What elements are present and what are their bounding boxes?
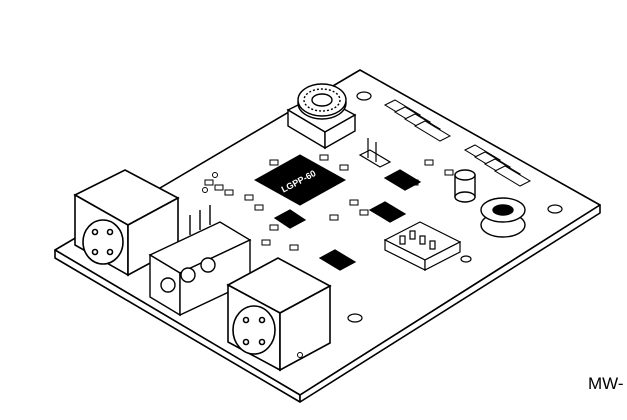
small-ics [273,169,422,271]
smd-components [204,154,454,251]
mounting-holes [347,91,563,323]
inductor-coil [480,197,526,238]
mini-din-connector-right [226,257,332,372]
main-ic-chip: LGPP-60 [253,154,347,206]
board-pads [202,172,303,358]
jumper-header [358,138,392,168]
edge-connector-pins [383,99,532,187]
circuit-board [54,69,601,403]
electrolytic-capacitor [454,169,476,203]
rotary-switch [286,83,357,150]
terminal-block [148,205,252,317]
figure-code: MW- [588,374,624,393]
dip-switch [383,221,462,271]
